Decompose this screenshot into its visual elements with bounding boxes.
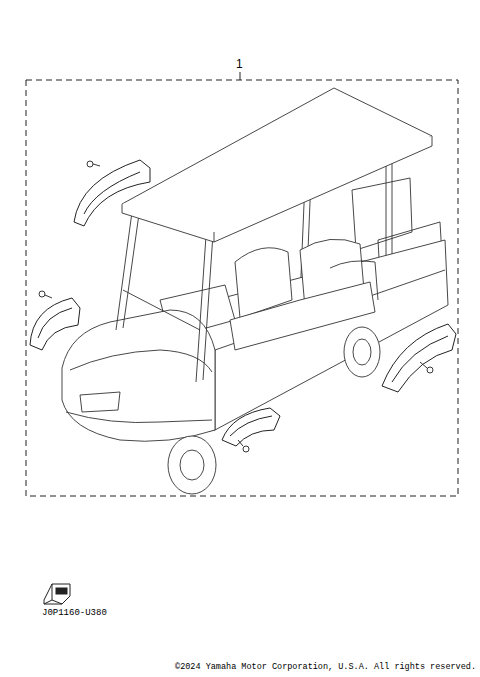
copyright-note: ©2024 Yamaha Motor Corporation, U.S.A. A… — [175, 663, 476, 672]
screw — [39, 161, 433, 452]
fender-flare — [30, 160, 456, 446]
leader-line — [240, 72, 241, 80]
golf-cart — [62, 88, 448, 494]
direction-icon — [44, 584, 70, 604]
callout-number: 1 — [236, 58, 243, 70]
illustration-code: J0P1160-U380 — [42, 609, 107, 618]
kit-frame — [26, 80, 458, 496]
